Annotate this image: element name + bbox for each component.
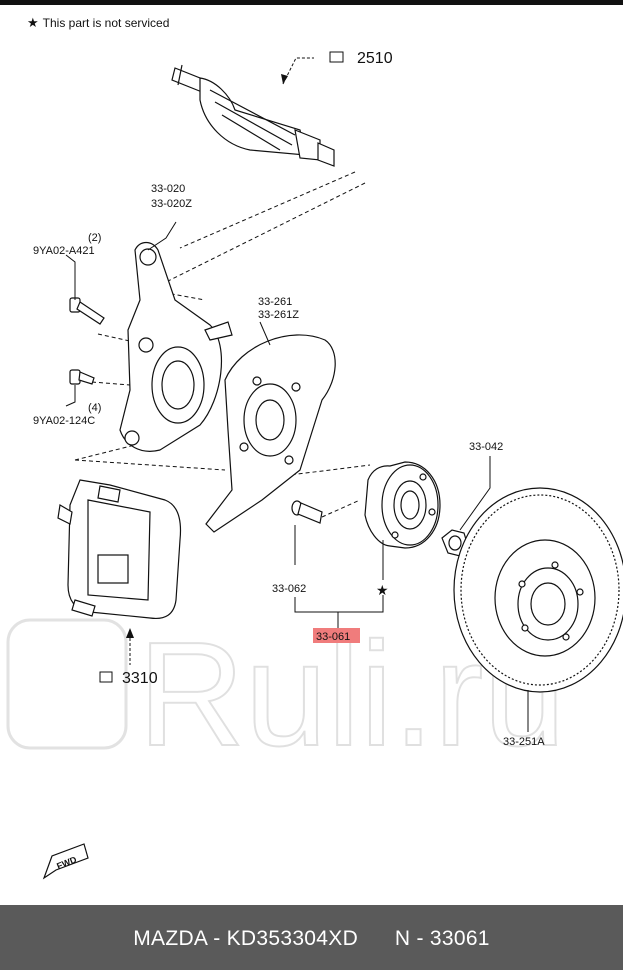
dust-shield-callout: 33-261 33-261Z	[258, 296, 299, 346]
top-border	[0, 0, 623, 5]
svg-text:33-261: 33-261	[258, 296, 292, 308]
brake-caliper	[57, 479, 182, 620]
knuckle-callout: 33-020 33-020Z	[147, 183, 192, 251]
dust-shield	[205, 334, 336, 533]
svg-text:3310: 3310	[122, 670, 158, 687]
svg-text:33-062: 33-062	[272, 583, 306, 595]
star-icon: ★	[376, 583, 389, 599]
svg-text:33-251A: 33-251A	[503, 736, 545, 748]
nut-callout: 33-042	[459, 441, 503, 531]
drive-shaft	[171, 64, 335, 167]
svg-text:33-261Z: 33-261Z	[258, 309, 299, 321]
svg-text:33-061: 33-061	[316, 631, 350, 643]
svg-text:33-042: 33-042	[469, 441, 503, 453]
hub-callout: 33-062 ★ 33-061	[272, 525, 389, 643]
steering-knuckle	[119, 241, 233, 452]
drive-shaft-callout: 2510	[281, 50, 393, 85]
hub-bearing-unit	[364, 461, 441, 549]
caliper-callout: 3310	[99, 628, 158, 687]
upper-bolt	[69, 297, 105, 325]
svg-text:(2): (2)	[88, 232, 101, 244]
not-serviced-note: ★This part is not serviced	[27, 15, 169, 31]
note-text: This part is not serviced	[42, 16, 170, 30]
reference-icon	[99, 671, 113, 683]
upper-bolt-callout: (2) 9YA02-A421	[33, 232, 101, 300]
svg-text:2510: 2510	[357, 50, 393, 67]
lower-bolt-callout: (4) 9YA02-124C	[33, 385, 101, 427]
lower-bolt	[69, 369, 95, 385]
svg-text:9YA02-124C: 9YA02-124C	[33, 415, 95, 427]
disc-callout: 33-251A	[503, 690, 545, 748]
hub-bolt	[291, 500, 323, 524]
svg-text:33-020Z: 33-020Z	[151, 198, 192, 210]
highlight-box	[313, 628, 360, 643]
parts-diagram: Ruli.ru 2510 33-020	[6, 50, 623, 880]
part-number-label: MAZDA - KD353304XD N - 33061	[133, 927, 490, 950]
fwd-arrow-icon: FWD	[42, 843, 89, 880]
svg-text:33-020: 33-020	[151, 183, 185, 195]
reference-icon	[329, 51, 344, 63]
svg-text:(4): (4)	[88, 402, 101, 414]
footer-bar: MAZDA - KD353304XD N - 33061	[0, 905, 623, 970]
star-icon: ★	[27, 15, 39, 30]
svg-text:9YA02-A421: 9YA02-A421	[33, 245, 95, 257]
brake-disc	[453, 487, 623, 693]
